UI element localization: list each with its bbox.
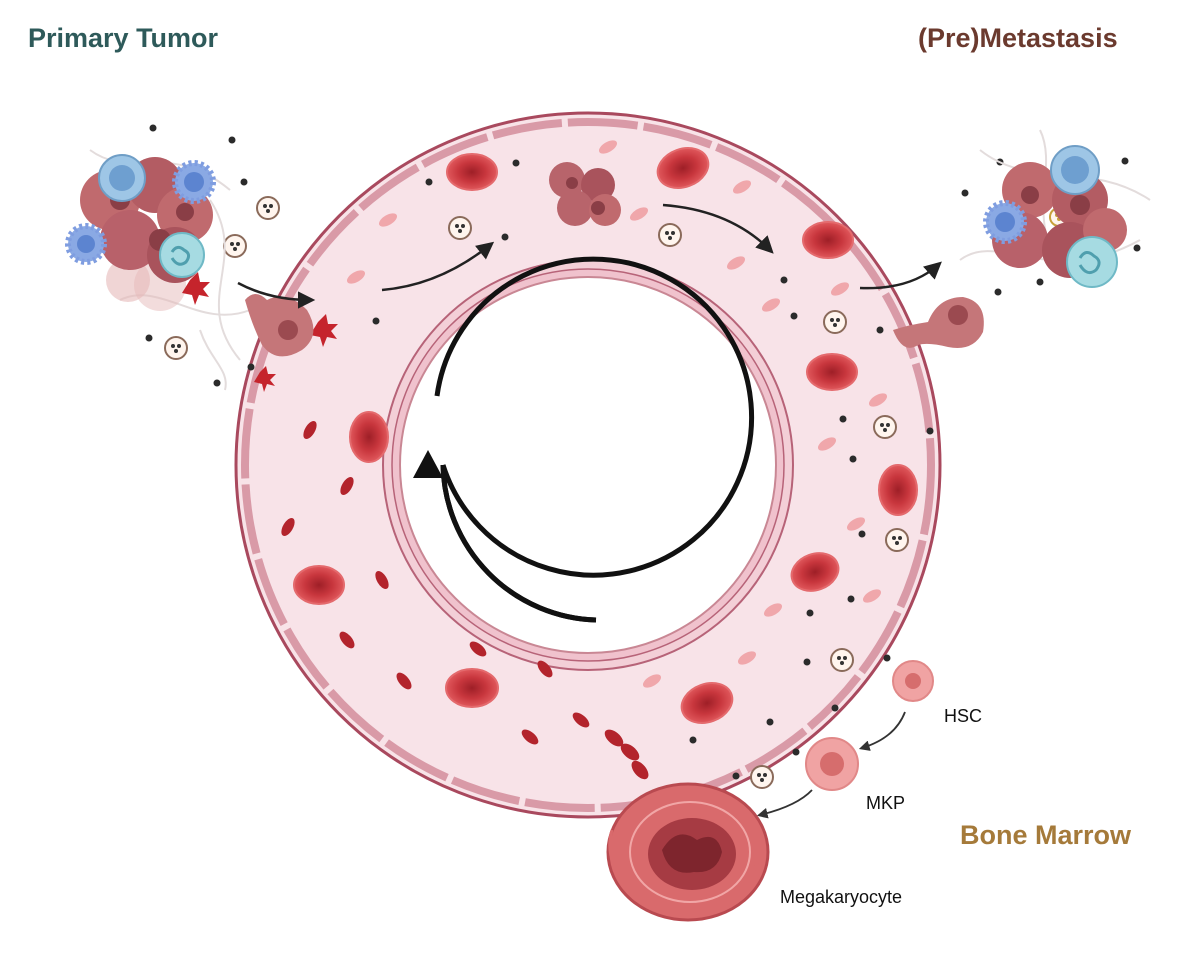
dendritic-cell-icon (172, 160, 216, 204)
neutrophil-icon (1066, 236, 1118, 288)
primary-tumor-title: Primary Tumor (28, 23, 219, 53)
hsc-label: HSC (944, 706, 983, 726)
activated-platelet-icon (310, 314, 338, 347)
dendritic-cell-icon (65, 223, 107, 265)
pale-platelets (346, 140, 888, 688)
dendritic-cell-icon (983, 200, 1027, 244)
red-blood-cells (293, 147, 918, 724)
bone-marrow-title: Bone Marrow (960, 820, 1132, 850)
circulating-tumor-cluster (549, 162, 621, 226)
migrating-tumor-cell (245, 294, 314, 357)
flow-arrows (237, 203, 942, 309)
megakaryocyte-cell (606, 782, 770, 922)
metastasis-title: (Pre)Metastasis (918, 23, 1118, 53)
differentiation-arrow (756, 789, 813, 819)
immune-cell-icon (98, 154, 146, 202)
hsc-cell (892, 660, 934, 702)
differentiation-arrow (858, 711, 906, 751)
neutrophil-icon (159, 232, 205, 278)
primary-tumor-cluster (65, 154, 338, 392)
platelets (281, 420, 649, 780)
mkp-label: MKP (866, 793, 906, 813)
activated-platelet-icon (254, 366, 276, 392)
metastasis-cluster (893, 145, 1127, 348)
arrowhead-icon (413, 450, 443, 478)
circulation-arrow (413, 256, 755, 623)
mkp-cell (805, 737, 859, 791)
immune-cell-icon (1050, 145, 1100, 195)
megakaryocyte-label: Megakaryocyte (780, 887, 903, 907)
activated-platelet-icon (182, 272, 210, 305)
